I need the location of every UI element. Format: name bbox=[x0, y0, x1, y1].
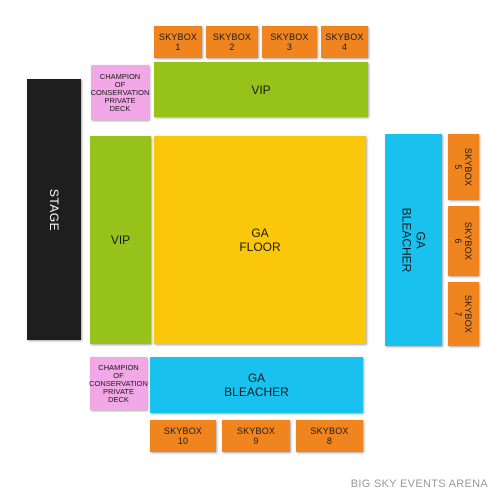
section-ga-bleacher-bottom-label: GA BLEACHER bbox=[224, 371, 289, 399]
section-ga-floor-label: GA FLOOR bbox=[239, 226, 281, 254]
section-skybox-6-label: SKYBOX 6 bbox=[453, 221, 474, 261]
section-skybox-5-label: SKYBOX 5 bbox=[453, 147, 474, 187]
section-skybox-4[interactable]: SKYBOX 4 bbox=[321, 26, 368, 58]
section-vip-left[interactable]: VIP bbox=[90, 136, 151, 344]
section-skybox-6[interactable]: SKYBOX 6 bbox=[448, 206, 479, 276]
section-skybox-8[interactable]: SKYBOX 8 bbox=[296, 420, 363, 452]
section-ga-bleacher-bottom[interactable]: GA BLEACHER bbox=[150, 357, 363, 413]
section-skybox-2-label: SKYBOX 2 bbox=[212, 32, 252, 52]
section-skybox-9-label: SKYBOX 9 bbox=[236, 426, 276, 446]
section-skybox-1[interactable]: SKYBOX 1 bbox=[154, 26, 202, 58]
section-ga-bleacher-right[interactable]: GA BLEACHER bbox=[385, 134, 442, 346]
stage: STAGE bbox=[27, 79, 81, 340]
section-skybox-10[interactable]: SKYBOX 10 bbox=[150, 420, 216, 452]
section-skybox-5[interactable]: SKYBOX 5 bbox=[448, 134, 479, 200]
section-private-deck-bottom-label: CHAMPION OF CONSERVATION PRIVATE DECK bbox=[89, 362, 148, 404]
section-skybox-1-label: SKYBOX 1 bbox=[158, 32, 198, 52]
section-ga-floor[interactable]: GA FLOOR bbox=[154, 136, 366, 344]
section-skybox-8-label: SKYBOX 8 bbox=[310, 426, 349, 446]
section-vip-left-label: VIP bbox=[110, 233, 131, 247]
venue-name: BIG SKY EVENTS ARENA bbox=[350, 478, 488, 490]
stage-label: STAGE bbox=[46, 188, 61, 231]
section-vip-top[interactable]: VIP bbox=[154, 62, 368, 117]
section-private-deck-top[interactable]: CHAMPION OF CONSERVATION PRIVATE DECK bbox=[91, 65, 149, 120]
section-private-deck-bottom[interactable]: CHAMPION OF CONSERVATION PRIVATE DECK bbox=[89, 357, 148, 410]
section-skybox-3-label: SKYBOX 3 bbox=[270, 32, 309, 52]
section-skybox-2[interactable]: SKYBOX 2 bbox=[206, 26, 258, 58]
section-vip-top-label: VIP bbox=[251, 82, 271, 97]
section-skybox-7-label: SKYBOX 7 bbox=[453, 294, 474, 334]
section-private-deck-top-label: CHAMPION OF CONSERVATION PRIVATE DECK bbox=[90, 71, 150, 113]
section-skybox-3[interactable]: SKYBOX 3 bbox=[262, 26, 317, 58]
section-ga-bleacher-right-label: GA BLEACHER bbox=[399, 207, 428, 273]
section-skybox-9[interactable]: SKYBOX 9 bbox=[222, 420, 290, 452]
section-skybox-10-label: SKYBOX 10 bbox=[163, 426, 203, 446]
section-skybox-4-label: SKYBOX 4 bbox=[325, 32, 364, 52]
section-skybox-7[interactable]: SKYBOX 7 bbox=[448, 282, 479, 346]
